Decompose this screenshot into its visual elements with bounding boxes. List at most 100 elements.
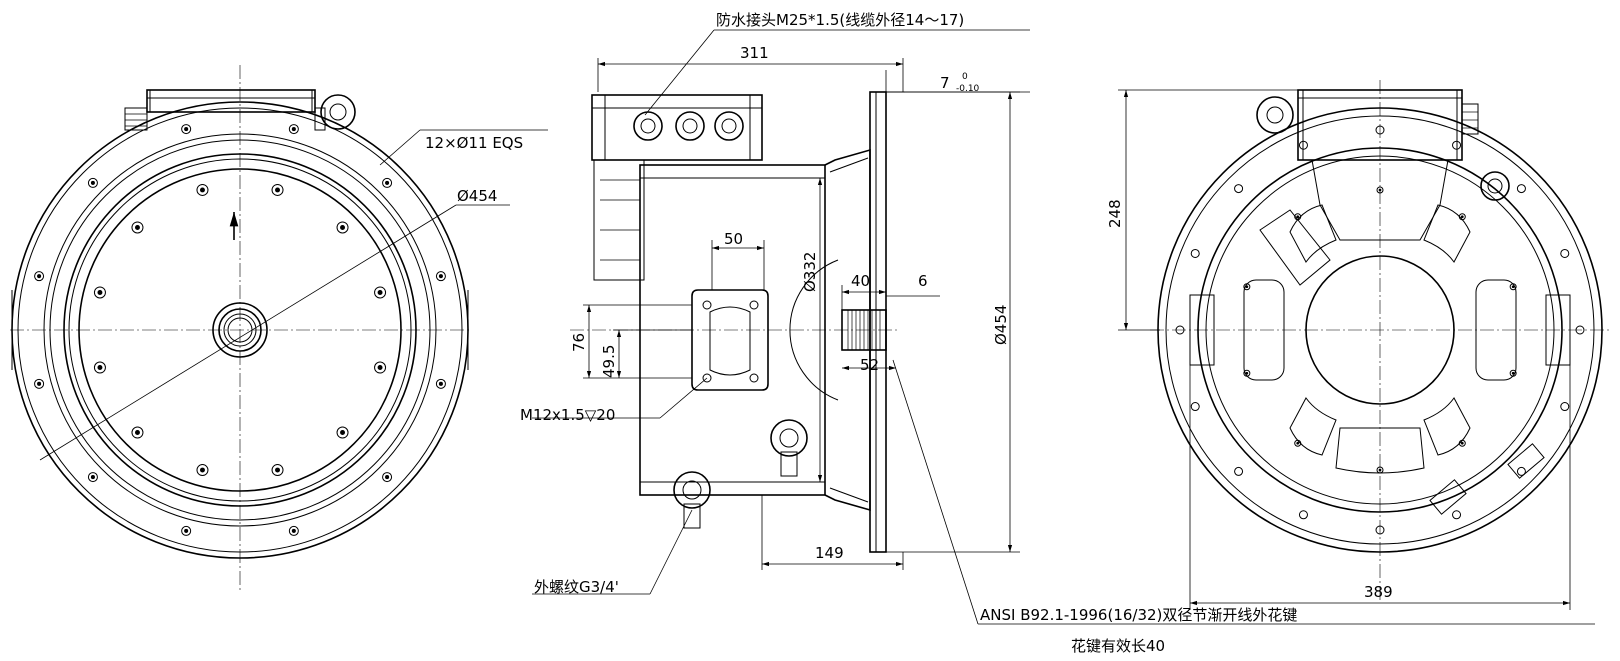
bolt-hole — [374, 286, 387, 299]
bolt-hole-center — [275, 467, 281, 473]
rear-bolt-holes — [1175, 125, 1585, 535]
bolt-hole — [271, 183, 284, 196]
bolt-hole-center — [1245, 371, 1249, 375]
dim-389: 389 — [1364, 583, 1393, 601]
connector-label: 防水接头M25*1.5(线缆外径14～17) — [716, 11, 964, 29]
bolt-hole-center — [438, 274, 443, 279]
dim-76: 76 — [570, 333, 588, 352]
bolt-hole — [181, 124, 192, 135]
dim-52: 52 — [860, 356, 879, 374]
bolt-hole-center — [291, 528, 296, 533]
thread-m12: M12x1.5▽20 — [520, 406, 615, 424]
bolt-hole-center — [385, 475, 390, 480]
dim-7: 7 — [940, 74, 950, 92]
bolt-hole — [1234, 466, 1244, 476]
bolt-hole — [1190, 248, 1200, 258]
dim-332: Ø332 — [801, 252, 819, 292]
bolt-hole-center — [1245, 285, 1249, 289]
bolt-hole-center — [385, 180, 390, 185]
bolt-hole-center — [377, 289, 383, 295]
bolt-hole — [435, 378, 446, 389]
bolt-hole — [1190, 402, 1200, 412]
bolt-hole — [374, 361, 387, 374]
bolt-hole — [1298, 140, 1308, 150]
bolt-hole-center — [37, 381, 42, 386]
bolt-hole — [93, 286, 106, 299]
bolt-hole-center — [90, 475, 95, 480]
bolt-hole — [1243, 369, 1251, 377]
bolt-hole-center — [1296, 215, 1300, 219]
front-view: 12×Ø11 EQS Ø454 — [10, 65, 548, 590]
bolt-hole-center — [438, 381, 443, 386]
bolt-hole — [181, 525, 192, 536]
rear-view: 248 389 — [1106, 80, 1612, 610]
bolt-hole — [336, 426, 349, 439]
bolt-hole — [1516, 184, 1526, 194]
bolt-hole — [196, 464, 209, 477]
dim-248: 248 — [1106, 199, 1124, 228]
bolt-hole — [1175, 325, 1185, 335]
bolt-hole — [1560, 402, 1570, 412]
bolt-hole-center — [377, 365, 383, 371]
bolt-hole — [1509, 369, 1517, 377]
bolt-hole-center — [199, 467, 205, 473]
bolt-hole-center — [97, 289, 103, 295]
bolt-hole — [131, 426, 144, 439]
front-diameter-label: Ø454 — [457, 187, 497, 205]
dim-311: 311 — [740, 44, 769, 62]
dim-454-side: Ø454 — [992, 305, 1010, 345]
bolt-hole-center — [340, 224, 346, 230]
bolt-hole-center — [134, 224, 140, 230]
bolt-hole-center — [1378, 468, 1382, 472]
bolt-hole — [87, 177, 98, 188]
bolt-hole-center — [97, 365, 103, 371]
dim-6: 6 — [918, 272, 928, 290]
spline-std-label: ANSI B92.1-1996(16/32)双径节渐开线外花键 — [980, 606, 1297, 624]
front-bolt-holes — [34, 124, 446, 536]
bolt-hole — [435, 271, 446, 282]
bolt-hole-center — [1460, 215, 1464, 219]
bolt-hole-center — [37, 274, 42, 279]
bolt-hole-center — [199, 187, 205, 193]
bolt-hole-center — [1378, 188, 1382, 192]
tol-upper: 0 — [962, 72, 968, 82]
bolt-hole-center — [291, 127, 296, 132]
bolt-hole-center — [134, 430, 140, 436]
tol-lower: -0.10 — [956, 84, 980, 94]
bolt-hole — [1509, 283, 1517, 291]
bolt-hole — [196, 183, 209, 196]
bolt-hole — [34, 378, 45, 389]
side-view: 防水接头M25*1.5(线缆外径14～17) 311 7 0 -0.10 50 … — [520, 11, 1595, 655]
bolt-hole-center — [340, 430, 346, 436]
bolt-hole — [1298, 510, 1308, 520]
dim-49-5: 49.5 — [600, 345, 618, 378]
bolt-hole — [34, 271, 45, 282]
bolt-hole-center — [184, 127, 189, 132]
bolt-hole — [1376, 466, 1384, 474]
bolt-hole — [131, 221, 144, 234]
bolt-hole — [1243, 283, 1251, 291]
bolt-hole — [382, 177, 393, 188]
bolt-hole — [1452, 510, 1462, 520]
bolt-hole — [1375, 125, 1385, 135]
bolt-hole — [288, 124, 299, 135]
dim-50: 50 — [724, 230, 743, 248]
bolt-hole — [1376, 186, 1384, 194]
bolt-hole — [1294, 213, 1302, 221]
bolt-hole — [1458, 439, 1466, 447]
bolt-hole-center — [1511, 371, 1515, 375]
bolt-hole-center — [275, 187, 281, 193]
bolt-hole-center — [90, 180, 95, 185]
bolt-hole-center — [1296, 441, 1300, 445]
bolt-hole — [1458, 213, 1466, 221]
bolt-hole — [1452, 140, 1462, 150]
bolt-hole — [336, 221, 349, 234]
bolt-hole — [1375, 525, 1385, 535]
spline-length-label: 花键有效长40 — [1071, 637, 1165, 655]
front-holes-label: 12×Ø11 EQS — [425, 134, 523, 152]
dim-149: 149 — [815, 544, 844, 562]
bolt-hole-center — [184, 528, 189, 533]
bolt-hole — [1560, 248, 1570, 258]
bolt-hole — [1234, 184, 1244, 194]
